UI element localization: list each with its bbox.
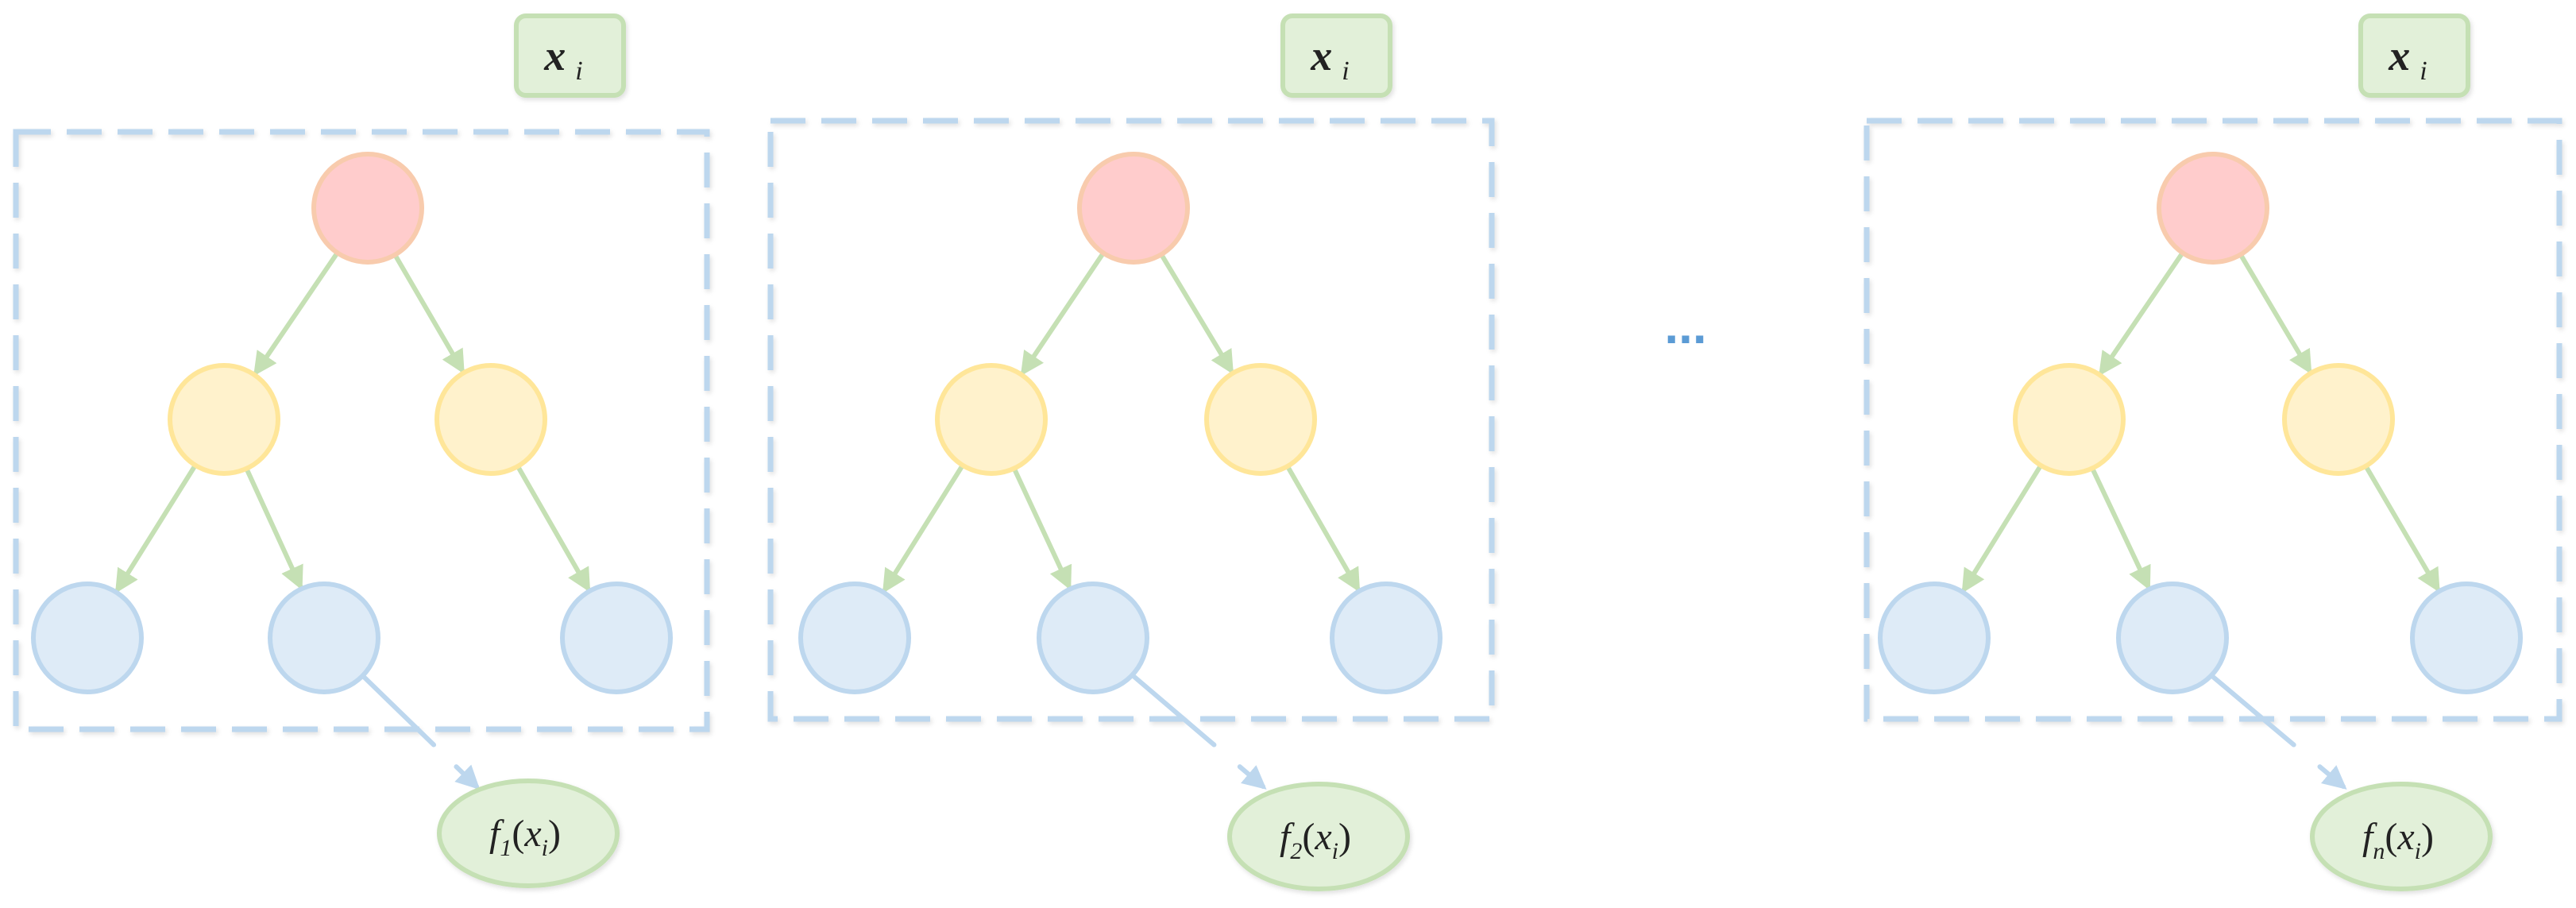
output-node: f2(xi) <box>1227 782 1410 891</box>
leaf-node <box>798 582 911 694</box>
tree-edges <box>882 250 1361 594</box>
output-arrow <box>454 764 481 790</box>
output-arrow <box>2317 764 2347 790</box>
input-label-base: x <box>543 32 566 79</box>
leaf-node <box>2116 582 2229 694</box>
internal-node <box>2282 363 2395 476</box>
output-connector <box>2211 674 2296 748</box>
leaf-node <box>1878 582 1991 694</box>
internal-node <box>1204 363 1317 476</box>
root-node <box>1077 152 1190 265</box>
output-arrow <box>1237 764 1267 790</box>
leaf-node <box>31 582 144 694</box>
input-label-sub: i <box>1342 56 1349 86</box>
leaf-node <box>1037 582 1149 694</box>
internal-node <box>935 363 1048 476</box>
tree-edges <box>1961 250 2440 593</box>
internal-node <box>434 363 547 476</box>
output-node: f1(xi) <box>437 779 620 888</box>
root-node <box>311 152 424 265</box>
leaf-node <box>2410 582 2523 694</box>
input-label-base: x <box>1310 32 1332 79</box>
output-label: f1(xi) <box>489 813 561 861</box>
internal-node <box>2013 363 2126 476</box>
leaf-node <box>1330 582 1442 694</box>
tree-edges <box>114 250 591 594</box>
output-connector <box>1132 674 1217 748</box>
output-node: fn(xi) <box>2310 782 2493 891</box>
leaf-node <box>560 582 673 694</box>
leaf-node <box>268 582 380 694</box>
tree-frame <box>13 129 710 732</box>
output-connector <box>361 674 437 748</box>
root-node <box>2157 152 2269 265</box>
tree-frame <box>767 118 1495 722</box>
ellipsis: ... <box>1664 297 1706 354</box>
input-label-sub: i <box>575 56 582 86</box>
input-label-sub: i <box>2420 56 2427 86</box>
tree-frame <box>1863 118 2562 722</box>
internal-node <box>168 363 280 476</box>
input-label-base: x <box>2388 32 2410 79</box>
output-label: fn(xi) <box>2362 816 2434 864</box>
